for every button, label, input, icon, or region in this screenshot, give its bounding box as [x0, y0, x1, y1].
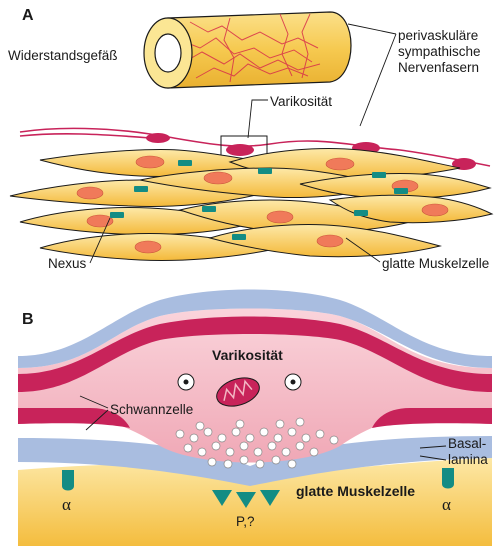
nerve-leader-line: [347, 23, 397, 127]
smooth-muscle-layer: [9, 148, 494, 262]
varicosity-label-a: Varikosität: [270, 94, 332, 109]
panel-a: A Widerstandsgefäß perivaskuläre sympath…: [8, 7, 494, 271]
basal-leader-line: [419, 445, 447, 461]
schwann-label: Schwannzelle: [110, 402, 193, 417]
nexus-junctions: [110, 160, 408, 240]
panel-b-letter: B: [22, 311, 34, 328]
muscle-label-b: glatte Muskelzelle: [296, 483, 415, 499]
nerve-label-line-3: Nervenfasern: [398, 60, 479, 75]
schwann-cell-lower-right: [372, 408, 492, 428]
junctional-receptors: [212, 490, 280, 508]
smooth-muscle-cell-b: [18, 458, 492, 546]
varicosity-label-b: Varikosität: [212, 347, 283, 363]
schwann-cell-lower-left: [18, 408, 130, 428]
schwann-cell-upper: [18, 316, 492, 392]
panel-b: B: [18, 289, 492, 546]
muscle-leader-line: [345, 237, 381, 263]
basal-label-line-2: lamina: [448, 452, 488, 467]
schwann-leader-line: [79, 395, 109, 431]
basal-lamina-upper: [18, 289, 492, 368]
nexus-leader-line: [89, 217, 111, 264]
receptor-label-left: α: [62, 495, 71, 514]
nexus-label: Nexus: [48, 256, 87, 271]
basal-label-line-1: Basal-: [448, 436, 486, 451]
synaptic-vesicles: [175, 417, 339, 469]
dense-core-vesicles: [177, 373, 302, 391]
panel-a-letter: A: [22, 7, 34, 24]
alpha-receptors: [62, 468, 454, 491]
mitochondrion: [216, 377, 260, 407]
resistance-vessel: [143, 11, 352, 89]
receptor-label-right: α: [442, 495, 451, 514]
nerve-label-line-1: perivaskuläre: [398, 28, 478, 43]
varicosity-leader-line: [247, 99, 268, 139]
nerve-fibers: [19, 127, 491, 167]
basal-lamina-lower: [18, 436, 492, 486]
vessel-label: Widerstandsgefäß: [8, 48, 118, 63]
muscle-label-a: glatte Muskelzelle: [382, 256, 489, 271]
varicosities-a: [146, 133, 476, 170]
nerve-label-line-2: sympathische: [398, 44, 481, 59]
junction-label: P,?: [236, 514, 255, 529]
